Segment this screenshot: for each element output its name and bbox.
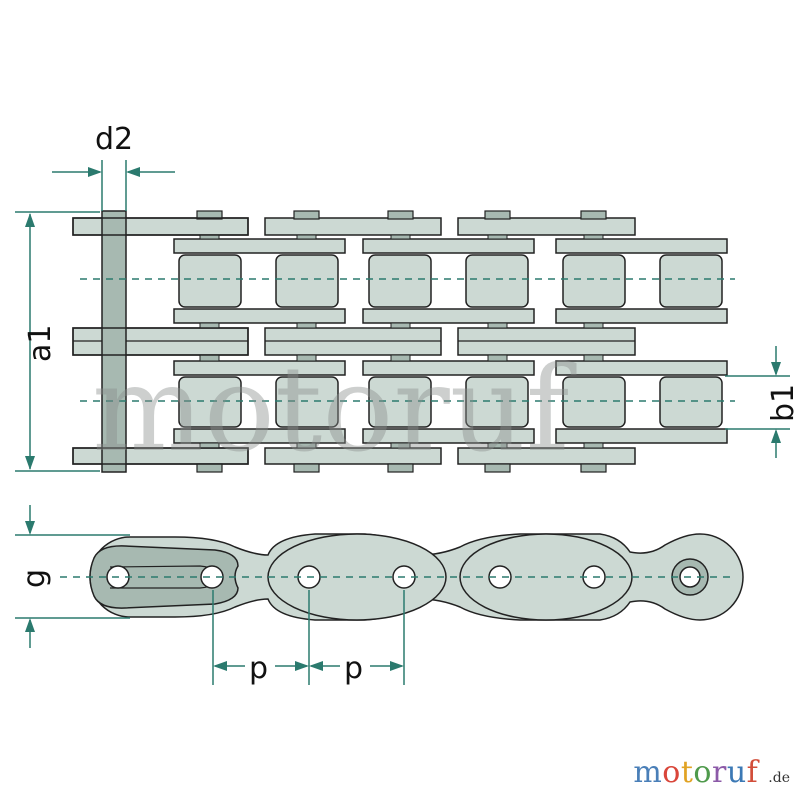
chain-side-view: [60, 533, 744, 621]
logo-letter: o: [693, 755, 712, 790]
dimension-b1: [725, 346, 790, 458]
pin-heads-bottom: [196, 463, 607, 473]
label-p-1: p: [249, 651, 268, 686]
rollers-strand-2: [178, 376, 723, 428]
rollers-strand-1: [178, 254, 723, 308]
dimension-g: [15, 505, 130, 648]
logo-letter: o: [662, 755, 681, 790]
chain-top-view: [72, 210, 735, 473]
watermark-text: motoruf: [92, 340, 577, 478]
pin-holes: [106, 558, 709, 596]
motoruf-logo: motoruf .de: [633, 755, 790, 790]
logo-letter: u: [726, 755, 747, 790]
logo-letter: t: [680, 755, 694, 790]
logo-letter: r: [711, 755, 727, 790]
connecting-pin: [101, 210, 127, 473]
logo-letter: f: [746, 755, 759, 790]
logo-wordmark: motoruf: [633, 755, 768, 790]
label-p-2: p: [344, 651, 363, 686]
label-b1: b1: [766, 384, 800, 422]
logo-letter: m: [633, 755, 663, 790]
label-d2: d2: [95, 122, 133, 157]
label-g: g: [17, 569, 52, 588]
dimension-a1: [15, 211, 100, 472]
dimension-d2: [52, 160, 175, 211]
logo-tld: .de: [768, 770, 790, 786]
label-a1: a1: [23, 325, 58, 362]
